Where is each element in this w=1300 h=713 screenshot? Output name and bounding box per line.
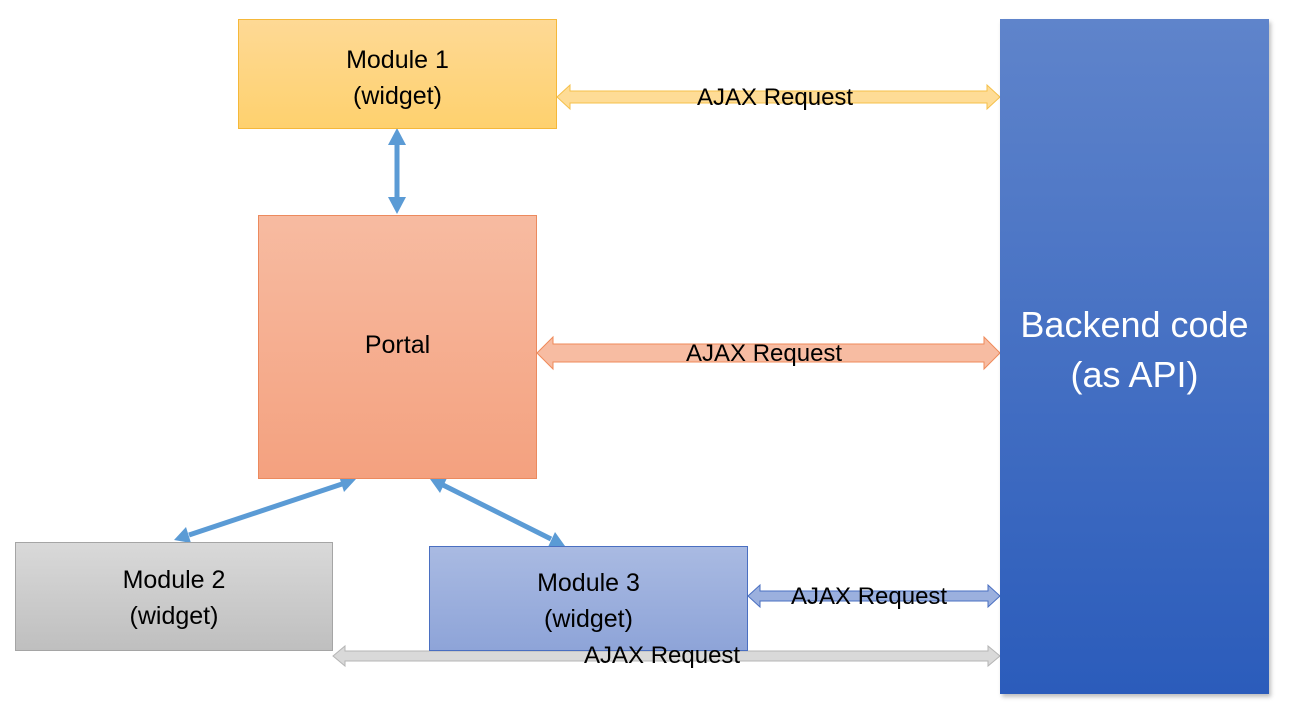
arrowhead-portal-module3-top xyxy=(430,478,447,493)
arrowhead-portal-module3-bottom xyxy=(548,532,565,547)
module1-label: Module 1 (widget) xyxy=(346,46,449,110)
ajax-label-portal: AJAX Request xyxy=(686,340,843,367)
module2-box: Module 2 (widget) xyxy=(15,542,333,651)
ajax-label-module2: AJAX Request xyxy=(584,642,741,669)
ajax-label-module3: AJAX Request xyxy=(791,583,948,610)
backend-box: Backend code (as API) xyxy=(1000,19,1269,694)
ajax-label-module1: AJAX Request xyxy=(697,84,854,111)
module1-box: Module 1 (widget) xyxy=(238,19,557,129)
link-portal-module2 xyxy=(188,481,343,538)
module3-label: Module 3 (widget) xyxy=(537,569,640,633)
module2-label: Module 2 (widget) xyxy=(122,566,226,630)
link-portal-module3 xyxy=(441,482,553,542)
arrowhead-portal-module2-bottom xyxy=(174,527,191,543)
arrowhead-module1-portal-bottom xyxy=(388,197,406,214)
arrowhead-module1-portal-top xyxy=(388,128,406,145)
module3-box: Module 3 (widget) xyxy=(429,546,748,651)
portal-box: Portal xyxy=(258,215,537,479)
portal-label: Portal xyxy=(364,331,431,359)
backend-label: Backend code (as API) xyxy=(1020,303,1249,395)
arrowhead-portal-module2-top xyxy=(339,476,356,492)
